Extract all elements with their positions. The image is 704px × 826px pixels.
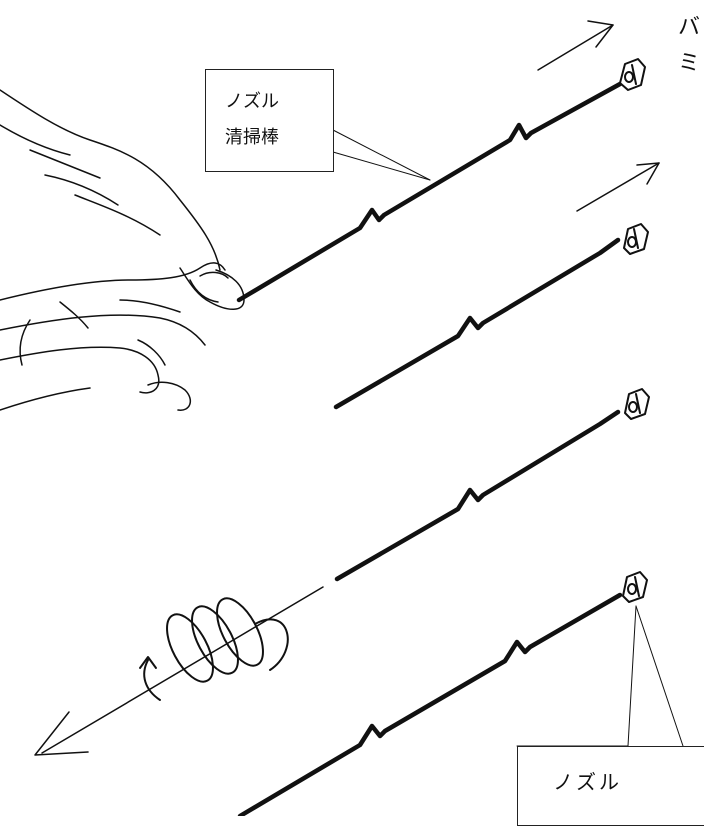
cleaning-rod-4 (237, 571, 648, 816)
nozzle-label: ノズル (553, 770, 622, 794)
nozzle-tip-3 (624, 388, 650, 420)
top-text-line2: ミ (678, 51, 701, 76)
rod-callout-leader (332, 129, 431, 181)
nozzle-callout-leader (516, 605, 684, 747)
top-text-line1: バ (678, 15, 701, 40)
rod-label-line2: 清掃棒 (225, 127, 279, 148)
pull-twist-indicator (34, 586, 324, 756)
rod-callout-box: ノズル 清掃棒 (205, 69, 334, 172)
cleaning-rod-2 (333, 162, 660, 410)
nozzle-tip-1 (619, 58, 646, 91)
hand-illustration (0, 89, 245, 411)
cleaning-rod-1 (236, 20, 646, 303)
push-arrow-1 (537, 24, 614, 71)
nozzle-callout-box: ノズル (517, 746, 704, 826)
nozzle-tip-4 (622, 571, 648, 603)
rod-label-line1: ノズル (225, 91, 279, 112)
cleaning-rod-3 (334, 388, 650, 582)
push-arrow-2 (576, 162, 660, 212)
nozzle-tip-2 (623, 223, 649, 255)
